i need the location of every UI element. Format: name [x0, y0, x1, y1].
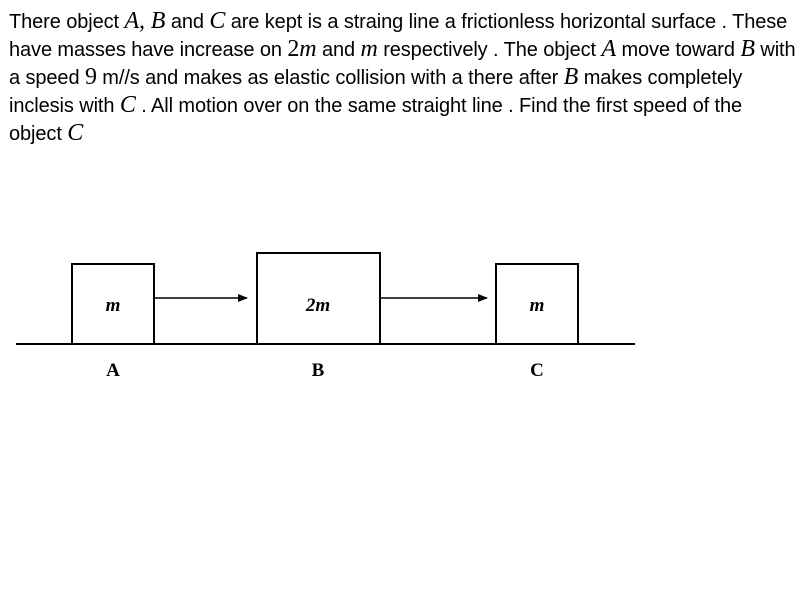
question-text-segment: and	[316, 39, 361, 61]
math-object-c: C	[209, 8, 226, 34]
block-b-label: B	[312, 360, 325, 381]
math-coefficient: 2	[287, 36, 300, 62]
math-object-a: A	[601, 36, 617, 62]
question-text-segment: makes completely inclesis with	[9, 67, 743, 117]
question-text-segment: and	[165, 11, 210, 33]
math-objects-a-b: A, B	[124, 8, 166, 34]
block-c-mass: m	[530, 295, 545, 316]
question-text-segment: with a speed	[9, 39, 796, 89]
question-text-segment: m//s and makes as elastic collision with…	[96, 67, 564, 89]
question-text: There object A, B and C are kept is a st…	[9, 8, 799, 148]
question-text-segment: are kept is a straing line a frictionles…	[9, 11, 788, 61]
question-text-segment: There object	[9, 11, 125, 33]
math-object-c: C	[119, 92, 136, 118]
block-c-label: C	[530, 360, 544, 381]
math-object-c: C	[67, 120, 84, 146]
math-object-b: B	[563, 64, 579, 90]
math-speed-value: 9	[84, 64, 97, 90]
block-b	[256, 252, 381, 345]
block-a-mass: m	[106, 295, 121, 316]
math-mass-m: m	[360, 36, 378, 62]
math-object-b: B	[740, 36, 755, 62]
question-text-segment: respectively . The object	[377, 39, 602, 61]
question-text-segment: move toward	[616, 39, 741, 61]
collision-diagram: m 2m m A B C	[0, 240, 660, 390]
collision-diagram-svg: m 2m m A B C	[16, 252, 635, 381]
block-a-label: A	[106, 360, 120, 381]
block-c	[495, 263, 579, 345]
question-text-segment: . All motion over on the same straight l…	[9, 95, 743, 145]
math-mass-variable: m	[299, 36, 317, 62]
block-a	[71, 263, 155, 345]
block-b-mass: 2m	[305, 295, 330, 316]
